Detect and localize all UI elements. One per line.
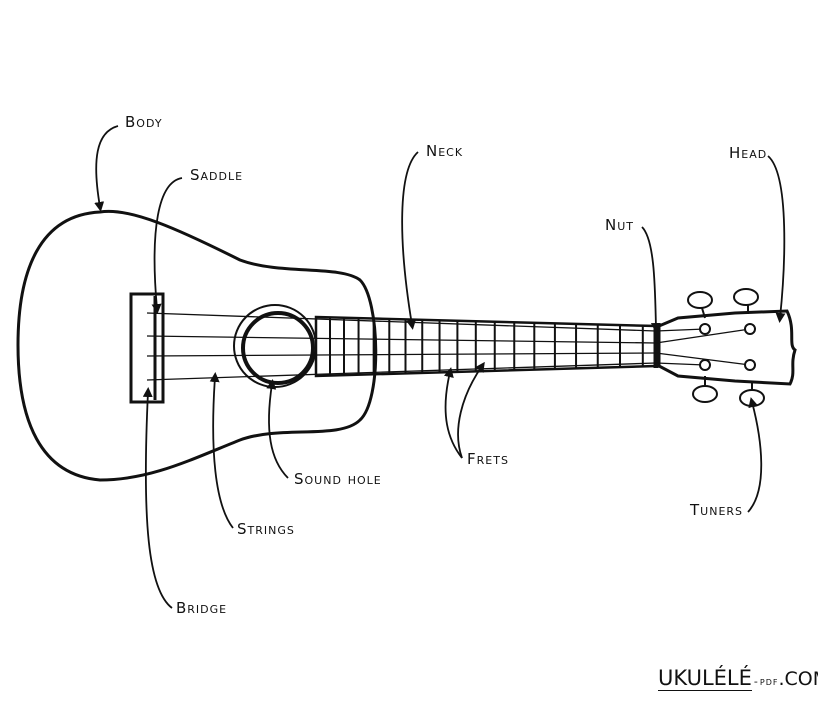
brand-suffix: pdf bbox=[759, 675, 779, 688]
tuner-pegs bbox=[699, 323, 756, 371]
tuners-arrow bbox=[747, 397, 763, 513]
label-tuners: Tuners bbox=[690, 501, 744, 519]
tuner-knobs bbox=[687, 288, 765, 407]
saddle-arrow bbox=[151, 177, 183, 314]
label-frets: Frets bbox=[467, 450, 509, 468]
sound-hole-inner bbox=[241, 311, 315, 385]
label-saddle: Saddle bbox=[190, 166, 244, 184]
label-sound-hole: Sound hole bbox=[294, 470, 382, 488]
brand-name: UKULÉLÉ bbox=[658, 666, 752, 691]
label-bridge: Bridge bbox=[176, 599, 228, 617]
fret-lines bbox=[329, 317, 644, 376]
neck-arrow bbox=[401, 151, 419, 330]
label-nut: Nut bbox=[605, 216, 634, 234]
nut-arrow bbox=[641, 226, 661, 333]
head-outline bbox=[657, 309, 797, 386]
sound-hole-arrow bbox=[266, 379, 289, 479]
head-arrow bbox=[767, 155, 786, 323]
bridge-block bbox=[129, 292, 165, 404]
fretboard-outline bbox=[314, 315, 658, 378]
ukulele-body-outline bbox=[16, 209, 378, 482]
label-body: Body bbox=[125, 113, 163, 131]
label-neck: Neck bbox=[426, 142, 464, 160]
brand-separator: - bbox=[753, 675, 758, 688]
frets-arrow-2 bbox=[457, 361, 485, 459]
strings-lines bbox=[146, 312, 751, 381]
label-head: Head bbox=[729, 144, 768, 162]
label-strings: Strings bbox=[237, 520, 295, 538]
frets-arrow-1 bbox=[443, 367, 463, 459]
brand-tld: .COM bbox=[778, 668, 818, 690]
bridge-arrow bbox=[142, 387, 173, 609]
body-arrow bbox=[94, 125, 119, 212]
strings-arrow bbox=[209, 372, 234, 529]
brand-logo: UKULÉLÉ-pdf.COM bbox=[658, 666, 818, 691]
